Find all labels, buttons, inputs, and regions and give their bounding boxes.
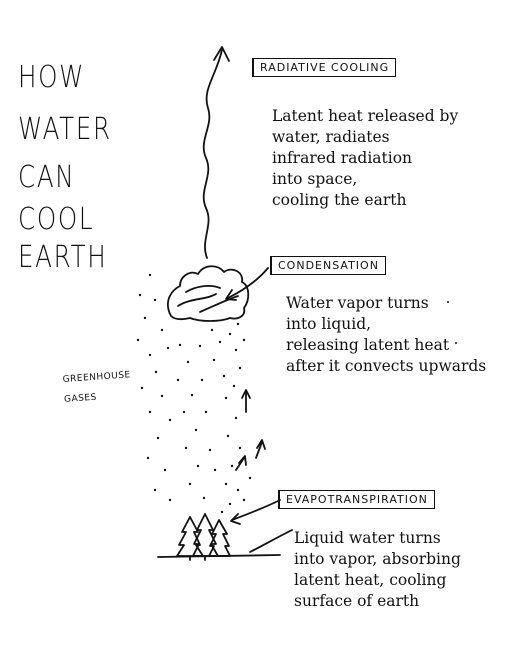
particle-dots xyxy=(136,273,457,514)
desc-condensation: Water vapor turns into liquid, releasing… xyxy=(286,293,486,377)
wavy-arrow-icon xyxy=(202,49,223,259)
label-radiative-cooling: RADIATIVE COOLING xyxy=(252,58,397,77)
desc-radiative-line: infrared radiation xyxy=(272,149,413,167)
label-greenhouse-gases: GREENHOUSE GASES xyxy=(62,365,133,410)
title-line-5: EARTH xyxy=(18,240,108,275)
desc-radiative: Latent heat released by water, radiates … xyxy=(272,106,458,211)
cloud-icon xyxy=(167,265,250,322)
arrow-head-icon xyxy=(213,46,230,62)
desc-condensation-line: after it convects upwards xyxy=(286,357,487,375)
desc-evapotranspiration: Liquid water turns into vapor, absorbing… xyxy=(294,528,461,612)
label-evapotranspiration: EVAPOTRANSPIRATION xyxy=(278,490,435,509)
desc-radiative-line: cooling the earth xyxy=(272,191,407,209)
desc-condensation-line: releasing latent heat xyxy=(286,336,450,354)
title-line-4: COOL xyxy=(18,202,95,237)
desc-evapotranspiration-line: surface of earth xyxy=(294,592,420,610)
evapo-pointer xyxy=(231,499,281,521)
desc-radiative-line: Latent heat released by xyxy=(272,107,459,125)
condensation-pointer xyxy=(227,267,269,299)
trees-icon xyxy=(176,513,231,561)
desc-condensation-line: into liquid, xyxy=(286,315,372,333)
desc-condensation-line: Water vapor turns xyxy=(286,294,429,312)
desc-evapotranspiration-line: Liquid water turns xyxy=(294,529,441,547)
title-line-1: HOW xyxy=(18,60,86,95)
desc-radiative-line: water, radiates xyxy=(272,128,390,146)
desc-radiative-line: into space, xyxy=(272,170,358,188)
desc-evapotranspiration-line: into vapor, absorbing xyxy=(294,550,461,568)
label-condensation: CONDENSATION xyxy=(270,256,386,275)
title-line-2: WATER xyxy=(18,112,112,147)
desc-evapotranspiration-line: latent heat, cooling xyxy=(294,571,447,589)
title-line-3: CAN xyxy=(18,160,76,195)
ground-pointer xyxy=(249,529,293,553)
